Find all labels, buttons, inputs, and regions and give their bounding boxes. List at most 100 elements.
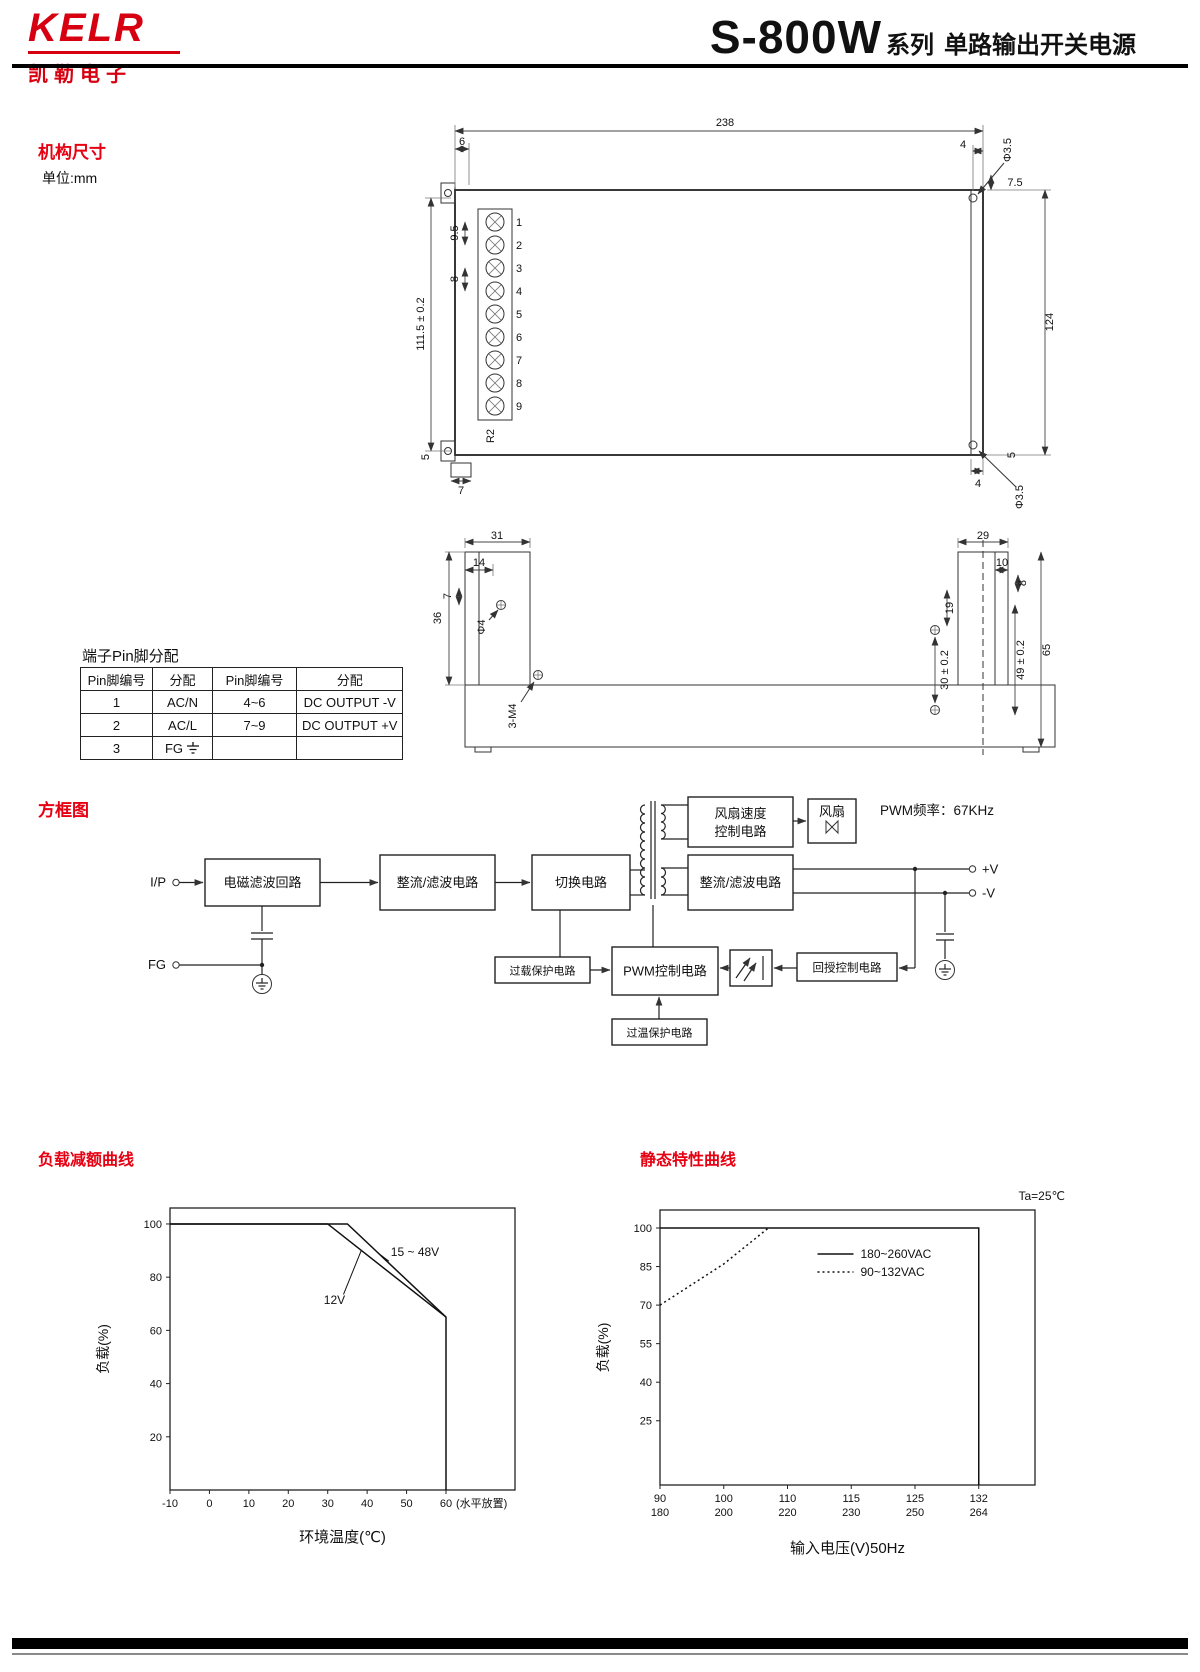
- vplus-label: +V: [982, 862, 999, 877]
- table-row: 3 FG: [80, 736, 404, 760]
- svg-text:15 ~ 48V: 15 ~ 48V: [391, 1245, 439, 1259]
- fg-terminal-label: FG: [148, 957, 166, 972]
- dim-8: 8: [449, 276, 461, 282]
- logo-subtitle: 凯勒电子: [28, 64, 132, 86]
- dim-6: 6: [459, 136, 465, 148]
- table-row: 2 AC/L 7~9 DC OUTPUT +V: [80, 713, 404, 737]
- block-switching: [531, 854, 631, 911]
- svg-text:输入电压(V)50Hz: 输入电压(V)50Hz: [790, 1540, 905, 1557]
- earth-ground-icon: [187, 741, 200, 754]
- logo-text: KELR: [28, 6, 145, 50]
- pin-table-cell: [212, 736, 297, 760]
- dimensions: 238 6 4 Φ3.5 7.5 124 111.5 ± 0.2: [415, 117, 1056, 509]
- block-overload-label: 过载保护电路: [510, 964, 576, 978]
- optocoupler-symbol: [735, 956, 764, 982]
- svg-text:90: 90: [654, 1493, 666, 1505]
- svg-text:250: 250: [906, 1507, 924, 1519]
- dim-19: 19: [944, 602, 956, 614]
- svg-text:80: 80: [150, 1272, 162, 1284]
- dim-5-left: 5: [420, 454, 432, 460]
- dim-10: 10: [996, 557, 1008, 569]
- dim-4-top: 4: [960, 139, 966, 151]
- block-feedback-label: 回授控制电路: [813, 961, 882, 975]
- dimensions: 31 14 7 Φ4 36 3-M4 29 10: [432, 530, 1053, 748]
- dim-65: 65: [1041, 644, 1053, 656]
- pin-table-cell: 3: [80, 736, 153, 760]
- model-name: S-800W: [709, 11, 882, 63]
- fan-blade-icon: [825, 819, 839, 835]
- pin-table-cell: 1: [80, 690, 153, 714]
- dim-7-side: 7: [442, 593, 454, 599]
- dim-111-5: 111.5 ± 0.2: [415, 297, 427, 350]
- block-switching-label: 切换电路: [555, 875, 607, 890]
- dim-phi4: Φ4: [476, 620, 488, 635]
- svg-text:125: 125: [906, 1493, 924, 1505]
- mechanical-drawing-side-view: 31 14 7 Φ4 36 3-M4 29 10: [432, 530, 1056, 755]
- table-header-row: Pin脚编号 分配 Pin脚编号 分配: [80, 667, 404, 691]
- block-fan-control-label1: 风扇速度: [714, 806, 766, 821]
- dim-124: 124: [1044, 313, 1056, 331]
- svg-text:10: 10: [243, 1498, 255, 1510]
- svg-text:(水平放置): (水平放置): [456, 1496, 507, 1510]
- pin-table-cell: [295, 736, 404, 760]
- dim-8-side: 8: [1017, 580, 1029, 586]
- svg-text:0: 0: [206, 1498, 212, 1510]
- pin-table-header: 分配: [295, 667, 404, 691]
- svg-text:60: 60: [440, 1498, 452, 1510]
- title-subtitle: 单路输出开关电源: [944, 32, 1136, 59]
- pin-table-header: 分配: [152, 667, 213, 691]
- svg-text:70: 70: [640, 1300, 652, 1312]
- svg-text:90~132VAC: 90~132VAC: [861, 1265, 925, 1279]
- svg-text:60: 60: [150, 1325, 162, 1337]
- block-emi-filter: [204, 858, 321, 907]
- svg-text:环境温度(℃): 环境温度(℃): [299, 1528, 386, 1546]
- svg-text:-10: -10: [162, 1498, 178, 1510]
- block-emi-filter-label: 电磁滤波回路: [223, 875, 301, 890]
- svg-text:负载(%): 负载(%): [95, 1324, 111, 1374]
- svg-text:9: 9: [516, 401, 522, 413]
- pin-assignment-table: Pin脚编号 分配 Pin脚编号 分配 1 AC/N 4~6 DC OUTPUT…: [80, 667, 404, 760]
- svg-text:200: 200: [715, 1507, 733, 1519]
- block-rectifier-2: [687, 854, 794, 911]
- dim-4-bottom: 4: [975, 478, 981, 490]
- svg-text:负载(%): 负载(%): [595, 1323, 611, 1373]
- dim-7-bottom: 7: [458, 485, 464, 497]
- svg-text:7: 7: [516, 355, 522, 367]
- footer-line: [12, 1653, 1188, 1655]
- logo-underline: [28, 51, 180, 54]
- footer-bar: [12, 1638, 1188, 1649]
- fg-label: FG: [164, 740, 184, 756]
- block-rectifier-1-label: 整流/滤波电路: [397, 875, 479, 890]
- dim-7-5: 7.5: [1007, 177, 1022, 189]
- block-overtemp-label: 过温保护电路: [627, 1026, 693, 1040]
- dim-5-right: 5: [1006, 452, 1018, 458]
- svg-text:264: 264: [970, 1507, 988, 1519]
- svg-text:180~260VAC: 180~260VAC: [861, 1247, 932, 1261]
- dim-phi35-top: Φ3.5: [1002, 138, 1014, 162]
- section-title-mechanical: 机构尺寸: [38, 143, 106, 162]
- header-rule: [12, 64, 1188, 68]
- pwm-frequency-note: PWM频率：67KHz: [880, 802, 994, 818]
- dim-r2: R2: [485, 429, 497, 443]
- dim-238: 238: [716, 117, 734, 129]
- svg-text:1: 1: [516, 217, 522, 229]
- pin-table-cell: AC/L: [152, 713, 213, 737]
- block-pwm-label: PWM控制电路: [623, 964, 707, 979]
- pin-table-cell: 7~9: [212, 713, 297, 737]
- block-rectifier-1: [379, 854, 496, 911]
- screw-holes: [496, 600, 940, 715]
- dim-29: 29: [977, 530, 989, 542]
- svg-text:6: 6: [516, 332, 522, 344]
- svg-text:5: 5: [516, 309, 522, 321]
- optocoupler: [729, 949, 773, 987]
- pin-table-cell: 2: [80, 713, 153, 737]
- svg-text:115: 115: [842, 1493, 860, 1505]
- page-title: S-800W 系列 单路输出开关电源: [710, 10, 1136, 64]
- brand-logo: KELR 凯勒电子: [28, 8, 180, 87]
- unit-label: 单位:mm: [42, 170, 98, 186]
- wiring: [179, 804, 969, 1019]
- case-outline: [440, 182, 984, 478]
- svg-text:100: 100: [634, 1223, 652, 1235]
